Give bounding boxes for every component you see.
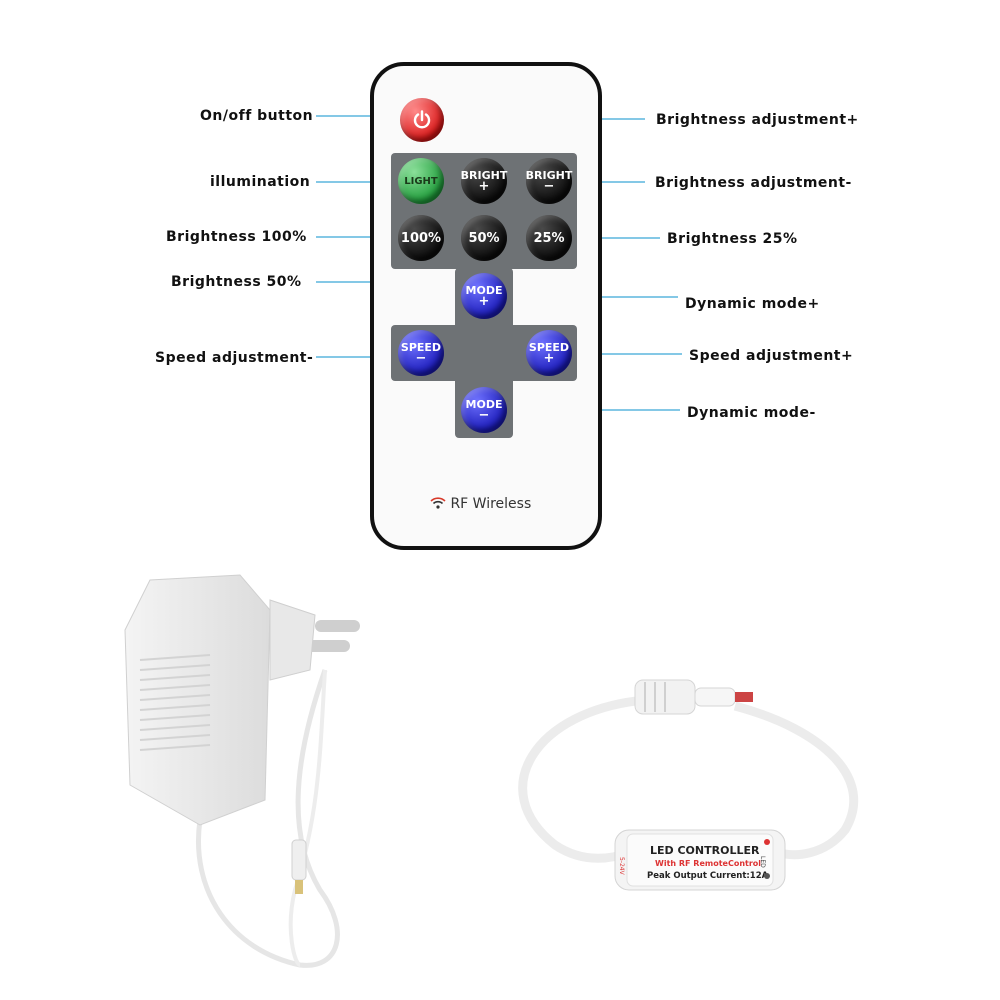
speed-minus-button[interactable]: SPEED − (398, 330, 444, 376)
speed-minus-label: SPEED (400, 340, 442, 354)
pct25-label: 25% (533, 230, 565, 246)
wifi-icon (430, 497, 446, 509)
power-button[interactable] (400, 98, 444, 142)
callout-speed-plus: Speed adjustment+ (689, 348, 854, 364)
controller-subtitle: With RF RemoteControl (655, 859, 761, 868)
speed-plus-button[interactable]: SPEED + (526, 330, 572, 376)
mode-minus-sign: − (478, 407, 490, 423)
controller-side-label: LED (759, 856, 766, 868)
brightness-50-button[interactable]: 50% (461, 215, 507, 261)
mode-plus-button[interactable]: MODE + (461, 273, 507, 319)
bright-minus-sign: − (543, 178, 555, 194)
bright-plus-label: BRIGHT (460, 168, 508, 182)
controller-spec: Peak Output Current:12A (647, 871, 769, 881)
pct100-label: 100% (400, 230, 442, 246)
pct50-label: 50% (468, 230, 500, 246)
mode-plus-label: MODE (465, 283, 503, 297)
callout-dynamic-plus: Dynamic mode+ (685, 296, 820, 312)
power-icon (413, 110, 431, 129)
callout-brightness-50: Brightness 50% (171, 274, 302, 290)
led-controller-illustration: LED CONTROLLER With RF RemoteControl Pea… (518, 679, 859, 891)
speed-plus-sign: + (543, 350, 555, 366)
light-label: LIGHT (404, 175, 438, 187)
rf-wireless-text: RF Wireless (450, 496, 532, 512)
bright-minus-label: BRIGHT (525, 168, 573, 182)
callout-brightness-100: Brightness 100% (166, 229, 307, 245)
mode-minus-label: MODE (465, 397, 503, 411)
mode-minus-button[interactable]: MODE − (461, 387, 507, 433)
callout-speed-minus: Speed adjustment- (155, 350, 314, 366)
callout-illumination: illumination (210, 174, 311, 190)
controller-voltage: 5-24V (618, 857, 625, 876)
bright-plus-sign: + (478, 178, 490, 194)
speed-minus-sign: − (415, 350, 427, 366)
brightness-100-button[interactable]: 100% (398, 215, 444, 261)
bright-minus-button[interactable]: BRIGHT − (526, 158, 572, 204)
bright-plus-button[interactable]: BRIGHT + (461, 158, 507, 204)
callout-dynamic-minus: Dynamic mode- (687, 405, 816, 421)
light-button[interactable]: LIGHT (398, 158, 444, 204)
callout-bright-minus: Brightness adjustment- (655, 175, 852, 191)
power-adapter-illustration (124, 574, 360, 968)
mode-plus-sign: + (478, 293, 490, 309)
callout-on-off: On/off button (200, 108, 314, 124)
rf-wireless-label: RF Wireless (430, 496, 531, 512)
brightness-25-button[interactable]: 25% (526, 215, 572, 261)
callout-bright-plus: Brightness adjustment+ (656, 112, 859, 128)
callout-brightness-25: Brightness 25% (667, 231, 798, 247)
speed-plus-label: SPEED (528, 340, 570, 354)
controller-title: LED CONTROLLER (650, 844, 760, 857)
